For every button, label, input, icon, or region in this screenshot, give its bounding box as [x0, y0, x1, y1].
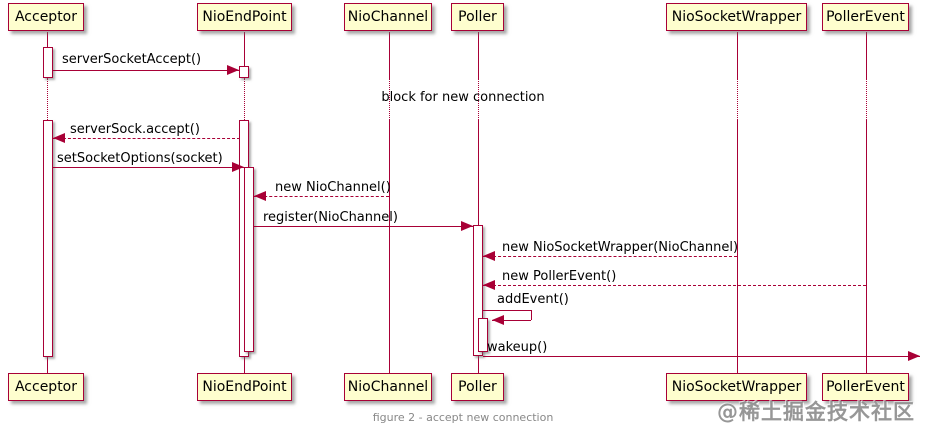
- lifeline-niosocketwrapper-top: [737, 32, 738, 78]
- arrowhead-right-icon: [232, 162, 244, 172]
- lifeline-niochannel-delay: [389, 78, 390, 120]
- message-label: new PollerEvent(): [502, 269, 617, 284]
- self-message-top-line: [483, 310, 531, 311]
- arrowhead-left-icon: [53, 133, 65, 143]
- message-line: [254, 226, 473, 227]
- participant-niosocketwrapper-top: NioSocketWrapper: [666, 3, 807, 31]
- message-label: register(NioChannel): [263, 210, 398, 225]
- participant-niochannel-bottom: NioChannel: [344, 373, 432, 401]
- participant-acceptor-top: Acceptor: [8, 3, 84, 31]
- participant-poller-top: Poller: [451, 3, 504, 31]
- message-line: [483, 356, 920, 357]
- lifeline-niochannel-bottom: [389, 120, 390, 373]
- message-line: [483, 285, 866, 286]
- participant-pollerevent-bottom: PollerEvent: [822, 373, 909, 401]
- participant-niochannel-top: NioChannel: [344, 3, 432, 31]
- lifeline-poller-delay: [478, 78, 479, 120]
- lifeline-poller-top: [478, 32, 479, 78]
- message-label: wakeup(): [487, 340, 548, 355]
- activation-acceptor-2: [43, 120, 53, 357]
- watermark: @稀土掘金技术社区: [717, 400, 915, 424]
- activation-nioendpoint-small: [239, 66, 249, 78]
- message-line: [53, 138, 240, 139]
- participant-nioendpoint-top: NioEndPoint: [197, 3, 292, 31]
- message-label: serverSocketAccept(): [62, 52, 202, 67]
- arrowhead-left-icon: [483, 280, 495, 290]
- figure-caption: figure 2 - accept new connection: [372, 411, 554, 424]
- participant-poller-bottom: Poller: [451, 373, 504, 401]
- message-label: serverSock.accept(): [70, 122, 200, 137]
- lifeline-pollerevent-bottom: [866, 120, 867, 373]
- arrowhead-right-icon: [461, 221, 473, 231]
- lifeline-nioendpoint-top: [244, 32, 245, 78]
- self-message-bottom-line: [492, 320, 531, 321]
- message-line: [483, 256, 737, 257]
- activation-nioendpoint-nested: [244, 167, 254, 352]
- lifeline-niosocketwrapper-bottom: [737, 120, 738, 373]
- activation-poller-outer: [473, 225, 483, 356]
- lifeline-acceptor-delay: [47, 78, 48, 120]
- message-label: new NioSocketWrapper(NioChannel): [502, 240, 739, 255]
- participant-acceptor-bottom: Acceptor: [8, 373, 84, 401]
- participant-pollerevent-top: PollerEvent: [822, 3, 909, 31]
- arrowhead-right-icon: [908, 351, 920, 361]
- message-line: [53, 167, 244, 168]
- participant-nioendpoint-bottom: NioEndPoint: [197, 373, 292, 401]
- lifeline-nioendpoint-delay: [244, 78, 245, 120]
- lifeline-niosocketwrapper-delay: [737, 78, 738, 120]
- message-label: new NioChannel(): [275, 180, 391, 195]
- lifeline-niochannel-top: [389, 32, 390, 78]
- arrowhead-left-icon: [254, 191, 266, 201]
- lifeline-pollerevent-top: [866, 32, 867, 78]
- arrowhead-right-icon: [227, 65, 239, 75]
- lifeline-pollerevent-delay: [866, 78, 867, 120]
- message-line: [53, 70, 239, 71]
- activation-acceptor-1: [43, 47, 53, 78]
- self-message-side-line: [531, 310, 532, 320]
- activation-poller-nested: [478, 318, 488, 352]
- participant-niosocketwrapper-bottom: NioSocketWrapper: [666, 373, 807, 401]
- message-label: addEvent(): [497, 292, 569, 307]
- arrowhead-left-icon: [483, 251, 495, 261]
- message-label: setSocketOptions(socket): [57, 151, 223, 166]
- delay-text: block for new connection: [381, 90, 545, 105]
- message-line: [254, 196, 389, 197]
- arrowhead-left-icon: [492, 315, 504, 325]
